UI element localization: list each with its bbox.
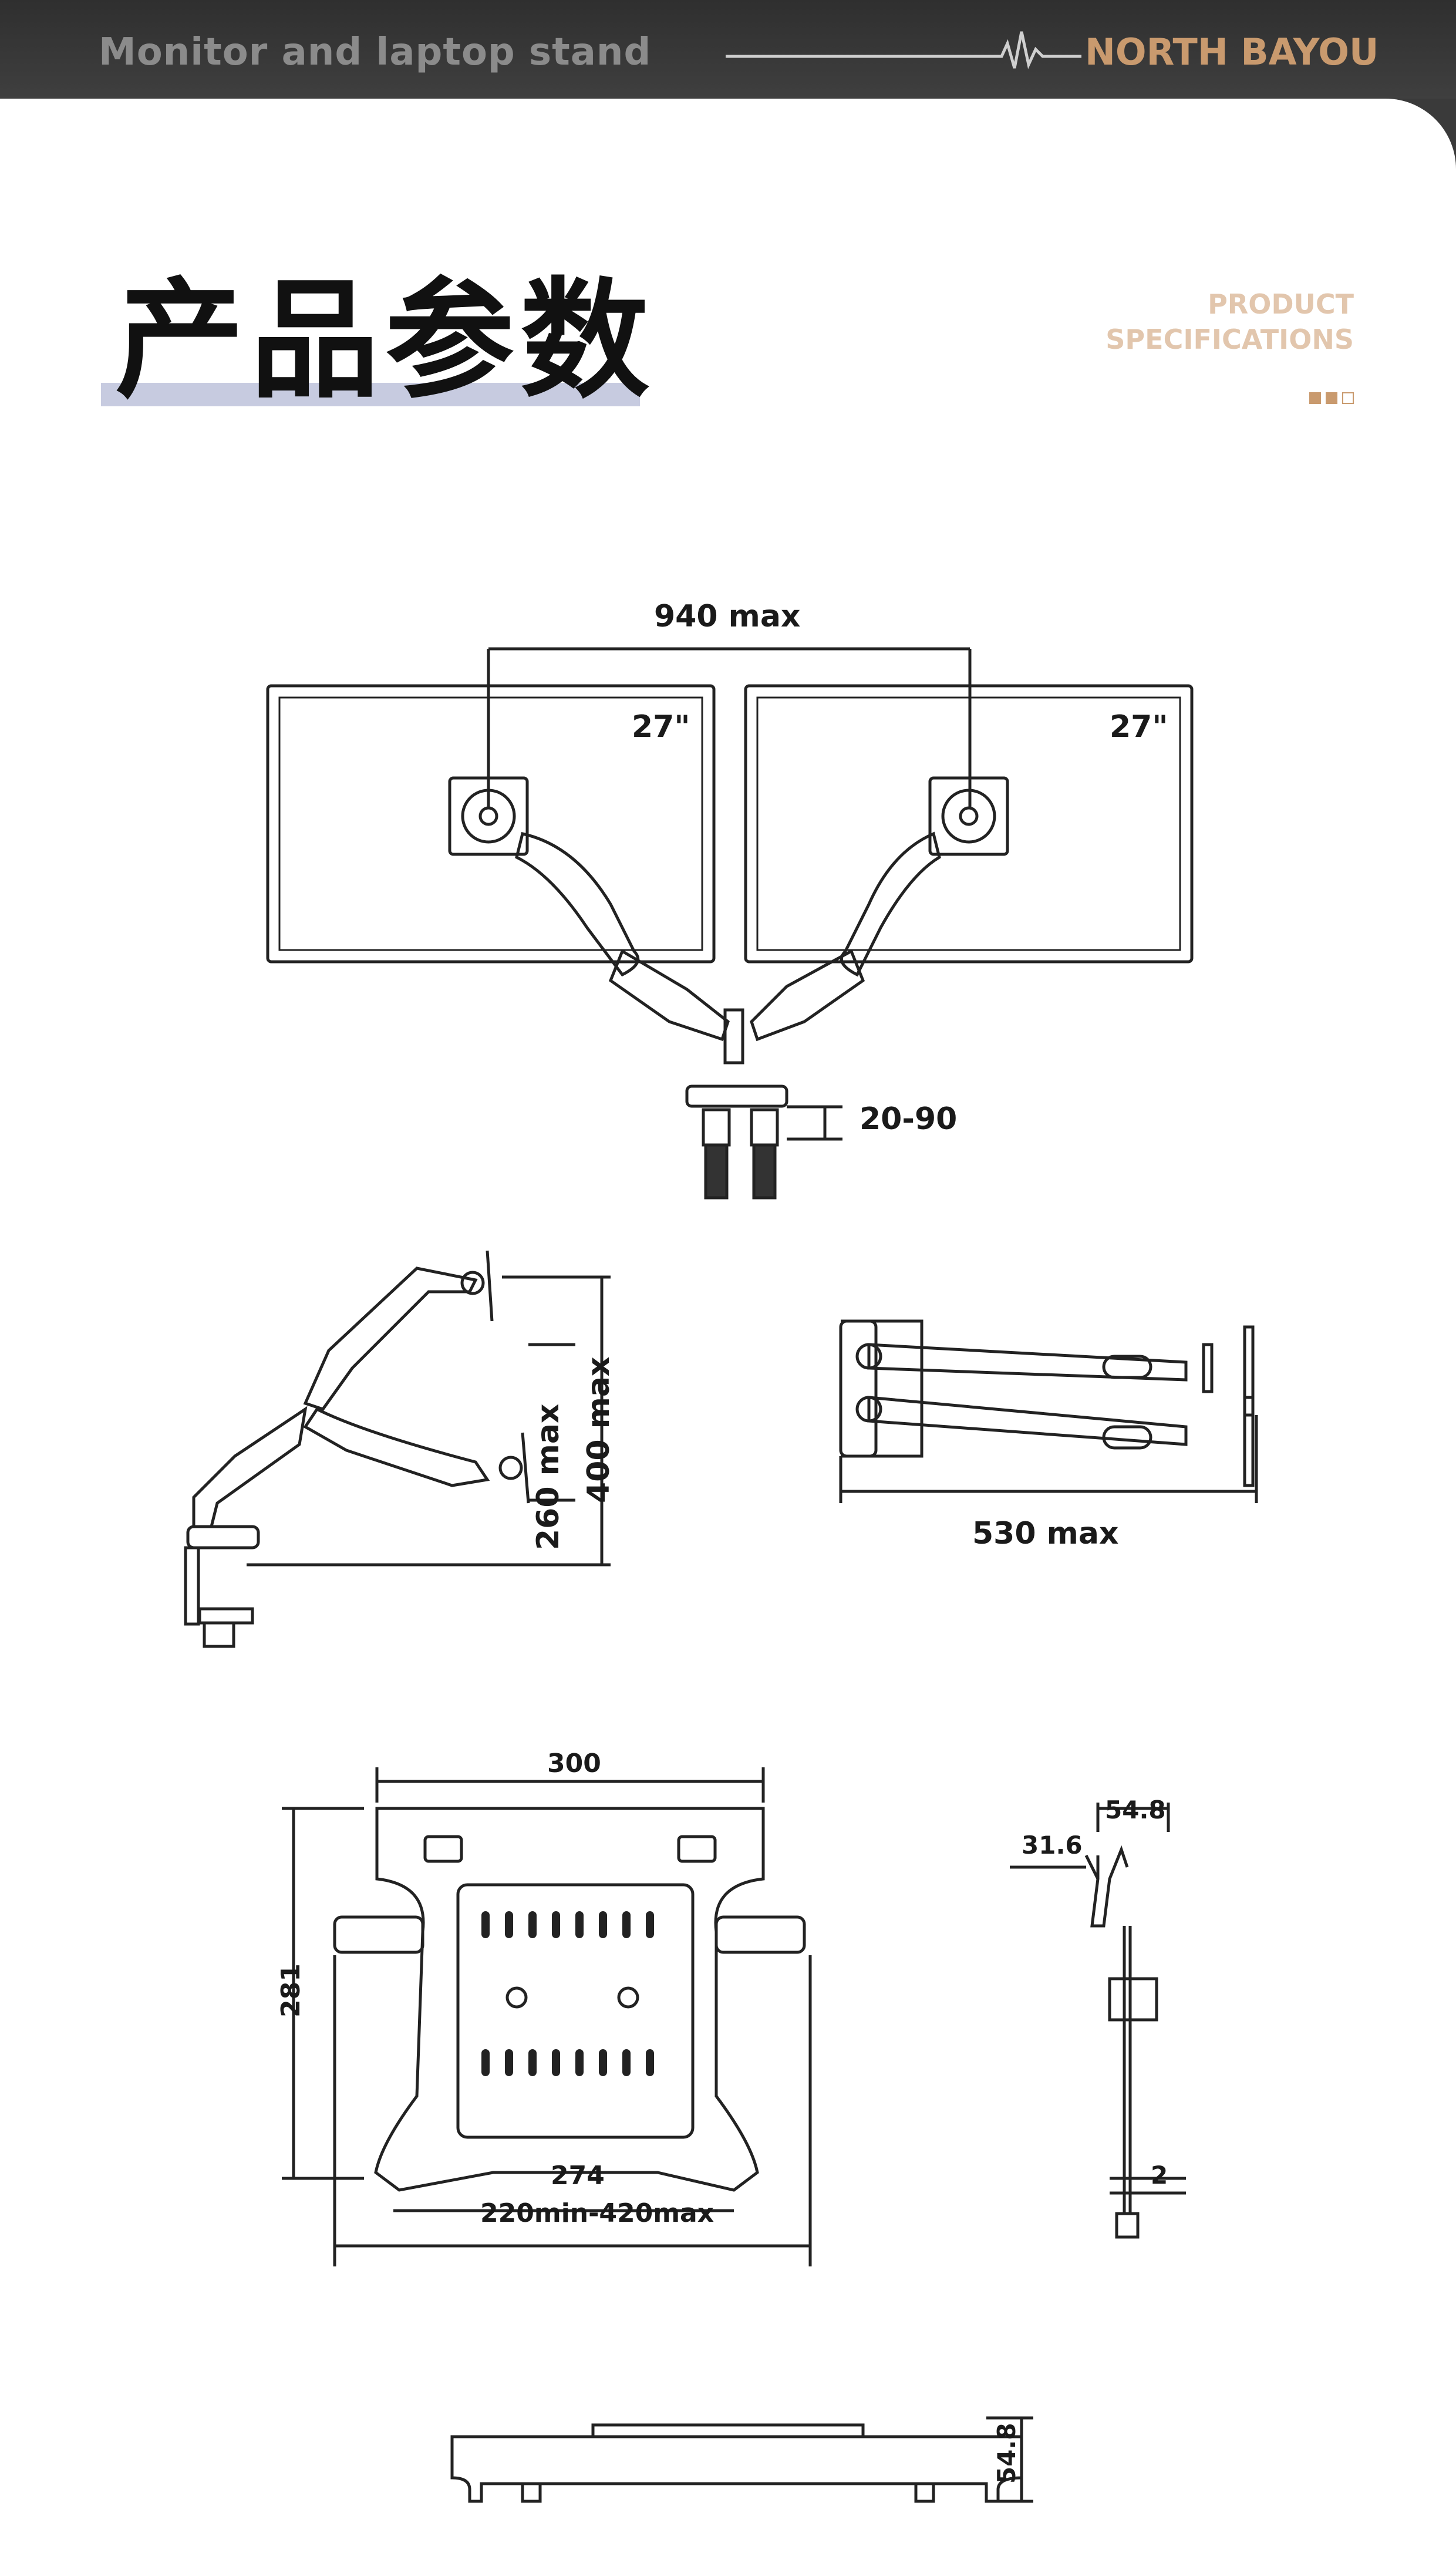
top-view-reach-drawing: [839, 1319, 1258, 1503]
span-dimension-label: 940 max: [654, 599, 801, 634]
tray-arm-width-label: 220min-420max: [480, 2198, 714, 2228]
subtitle-line-2: SPECIFICATIONS: [1106, 324, 1354, 355]
side-view-height-drawing: [184, 1250, 611, 1648]
tray-height-label: 281: [276, 1963, 306, 2017]
tray-top-width-label: 300: [547, 1749, 601, 1778]
side-hook-label: 31.6: [1022, 1831, 1083, 1860]
heading-underline: [101, 383, 640, 406]
reach-label: 530 max: [972, 1516, 1119, 1551]
clamp-thickness-label: 20-90: [860, 1102, 958, 1137]
screen-size-left-label: 27": [632, 709, 690, 745]
brand-logo-text: NORTH BAYOU: [1085, 31, 1379, 73]
header-title: Monitor and laptop stand: [99, 31, 652, 74]
content-card: [0, 99, 1456, 2560]
tray-side-profile-drawing: [1010, 1803, 1186, 2239]
height-range-b-label: 400 max: [581, 1356, 616, 1503]
side-thickness-label: 2: [1151, 2161, 1168, 2190]
square-filled-icon: [1326, 392, 1337, 404]
dual-monitor-front-drawing: [266, 647, 1194, 1200]
square-outline-icon: [1342, 392, 1354, 404]
tray-inner-width-label: 274: [551, 2161, 605, 2191]
pulse-line-icon: [726, 31, 1081, 69]
height-range-a-label: 260 max: [531, 1403, 566, 1550]
header-bar: Monitor and laptop stand NORTH BAYOU: [0, 0, 1456, 99]
page-title: 产品参数: [115, 265, 656, 416]
bottom-depth-label: 54.8: [992, 2423, 1021, 2484]
decorative-squares: [1309, 392, 1354, 404]
page-subtitle: PRODUCT SPECIFICATIONS: [1106, 287, 1354, 357]
tray-bottom-profile-drawing: [450, 2416, 1033, 2503]
screen-size-right-label: 27": [1110, 709, 1168, 745]
square-filled-icon: [1309, 392, 1321, 404]
side-depth-label: 54.8: [1105, 1796, 1166, 1824]
laptop-tray-drawing: [282, 1767, 812, 2266]
subtitle-line-1: PRODUCT: [1208, 288, 1354, 320]
